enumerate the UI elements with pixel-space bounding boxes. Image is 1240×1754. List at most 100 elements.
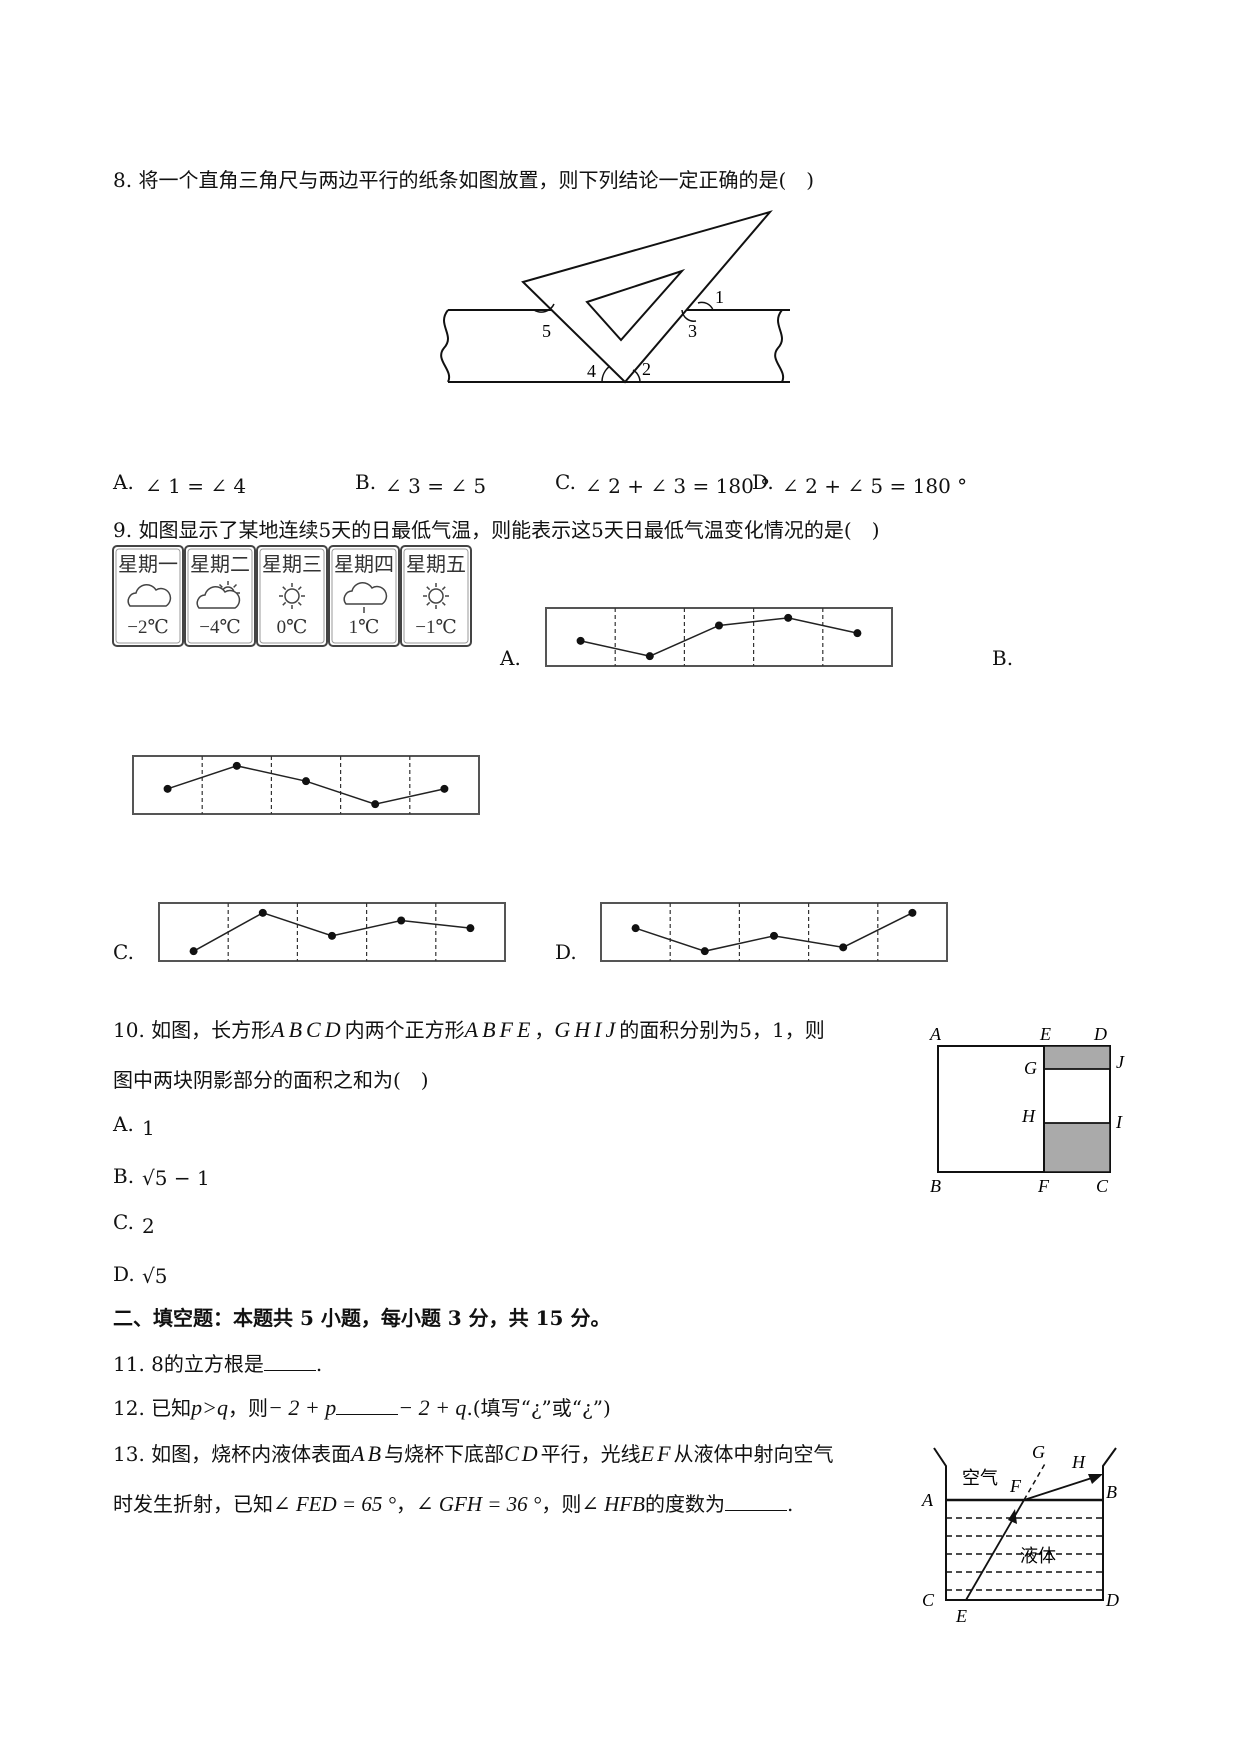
q13-line1: 13. 如图，烧杯内液体表面AB与烧杯下底部CD平行，光线EF从液体中射向空气 [113, 1441, 834, 1467]
chart-frame [545, 607, 893, 667]
q13-angle-fed: ∠ FED = 65 ° [273, 1492, 396, 1516]
q10-option-a-letter: A. [113, 1112, 134, 1136]
q13-label-d: D [1105, 1590, 1119, 1610]
q8-option-c-text: ∠ 2 + ∠ 3 = 180 ° [585, 474, 771, 498]
q10-option-c-text: 2 [142, 1214, 155, 1238]
q8-option-b-letter: B. [355, 470, 377, 494]
chart-point [397, 916, 406, 925]
weather-temp: −2℃ [127, 617, 168, 638]
q13-text-4: 从液体中射向空气 [673, 1442, 834, 1466]
q11-answer-blank[interactable] [263, 1352, 316, 1371]
section2-heading: 二、填空题：本题共 5 小题，每小题 3 分，共 15 分。 [113, 1306, 611, 1330]
q10-rect-name: ABCD [271, 1017, 345, 1042]
chart-point [258, 908, 267, 917]
q10-label-d: D [1093, 1024, 1107, 1044]
weather-card: 星期五−1℃ [400, 545, 472, 647]
q13-liquid-label: 液体 [1020, 1546, 1056, 1566]
q10-stem-line2: 图中两块阴影部分的面积之和为( ) [113, 1068, 429, 1092]
q13-end: . [787, 1492, 794, 1516]
q11-prefix: 11. [113, 1352, 152, 1376]
chart-point [466, 924, 475, 933]
weather-temp: −4℃ [199, 617, 240, 638]
q13-answer-blank[interactable] [725, 1492, 787, 1511]
q10-label-h: H [1021, 1106, 1036, 1126]
weather-card: 星期一−2℃ [112, 545, 184, 647]
q10-option-c-letter: C. [113, 1210, 134, 1234]
q11-end: . [315, 1352, 323, 1376]
q10-stem-part3: 的面积分别为5，1，则 [619, 1018, 825, 1042]
cloud-icon [127, 584, 172, 607]
chart-point [631, 924, 640, 933]
q13-text-7: 的度数为 [645, 1492, 725, 1516]
q9-chart-c [158, 902, 506, 962]
q13-label-g: G [1032, 1442, 1045, 1462]
chart-point [328, 931, 336, 940]
q10-label-e: E [1039, 1024, 1051, 1044]
chart-point [839, 943, 848, 952]
q9-option-d-letter: D. [555, 940, 577, 964]
q10-label-a: A [929, 1024, 942, 1044]
q8-label-1: 1 [715, 287, 724, 307]
weather-day-label: 星期四 [334, 554, 394, 576]
q13-comma: ， [396, 1492, 416, 1516]
q10-option-b-text: √5 − 1 [142, 1166, 210, 1190]
chart-point [232, 761, 241, 770]
q10-stem-part2: 内两个正方形 [344, 1018, 465, 1042]
q9-chart-b [132, 755, 480, 815]
q12-answer-blank[interactable] [336, 1396, 399, 1415]
q13-beaker-figure: 空气 液体 A B C D E F G H [921, 1442, 1119, 1626]
q13-text-1: 13. 如图，烧杯内液体表面 [113, 1442, 352, 1466]
rain-cloud-icon [343, 582, 388, 613]
q13-label-e: E [955, 1606, 967, 1626]
q8-label-4: 4 [587, 361, 596, 381]
q13-angle-hfb: ∠ HFB [581, 1492, 645, 1516]
q11-num: 8 [151, 1352, 164, 1376]
q11-text: 的立方根是 [163, 1352, 264, 1376]
q10-option-b-letter: B. [113, 1164, 135, 1188]
q12-end: . [466, 1396, 473, 1420]
weather-day-label: 星期五 [406, 554, 466, 576]
weather-day-label: 星期二 [190, 554, 250, 576]
q9-option-a-letter: A. [500, 646, 521, 670]
q13-ab: AB [351, 1441, 385, 1466]
q12-left-expr: − 2 + p [268, 1395, 337, 1420]
chart-point [440, 784, 449, 793]
q13-cd: CD [504, 1441, 541, 1466]
q12-fill-hint: (填写“¿”或“¿”) [472, 1396, 611, 1420]
q10-label-c: C [1096, 1176, 1109, 1196]
q8-label-5: 5 [542, 321, 551, 341]
sun-icon [279, 583, 305, 609]
chart-point [371, 800, 380, 809]
q9-chart-d [600, 902, 948, 962]
partly-sunny-icon [196, 581, 241, 609]
q10-figure: A E D G J H I B F C [929, 1024, 1125, 1196]
q13-label-h: H [1071, 1452, 1086, 1472]
chart-point [700, 947, 709, 956]
q8-figure: 1 2 3 4 5 [440, 210, 790, 384]
sun-icon [423, 583, 449, 609]
q9-stem: 9. 如图显示了某地连续5天的日最低气温，则能表示这5天日最低气温变化情况的是(… [113, 518, 880, 542]
q12-prefix: 12. 已知 [113, 1396, 192, 1420]
q13-text-3: 平行，光线 [540, 1442, 641, 1466]
q10-square2-name: GHIJ [554, 1017, 620, 1042]
q9-option-b-letter: B. [992, 646, 1014, 670]
q8-option-d-text: ∠ 2 + ∠ 5 = 180 ° [782, 474, 968, 498]
q9-chart-a [545, 607, 893, 667]
q12-right-expr: − 2 + q [398, 1395, 467, 1420]
q10-option-d-text: √5 [142, 1264, 168, 1288]
q8-option-a-text: ∠ 1 = ∠ 4 [145, 474, 247, 498]
chart-point [784, 613, 793, 622]
q12-mid: ，则 [228, 1396, 269, 1420]
q10-square1-name: ABFE [464, 1017, 535, 1042]
chart-point [645, 652, 654, 661]
chart-point [189, 947, 198, 956]
chart-point [908, 908, 917, 917]
q8-option-b-text: ∠ 3 = ∠ 5 [385, 474, 487, 498]
q13-label-f: F [1009, 1476, 1022, 1496]
q10-option-d-letter: D. [113, 1262, 135, 1286]
q8-option-d-letter: D. [752, 470, 774, 494]
q12-line: 12. 已知p>q，则− 2 + p− 2 + q.(填写“¿”或“¿”) [113, 1395, 611, 1421]
